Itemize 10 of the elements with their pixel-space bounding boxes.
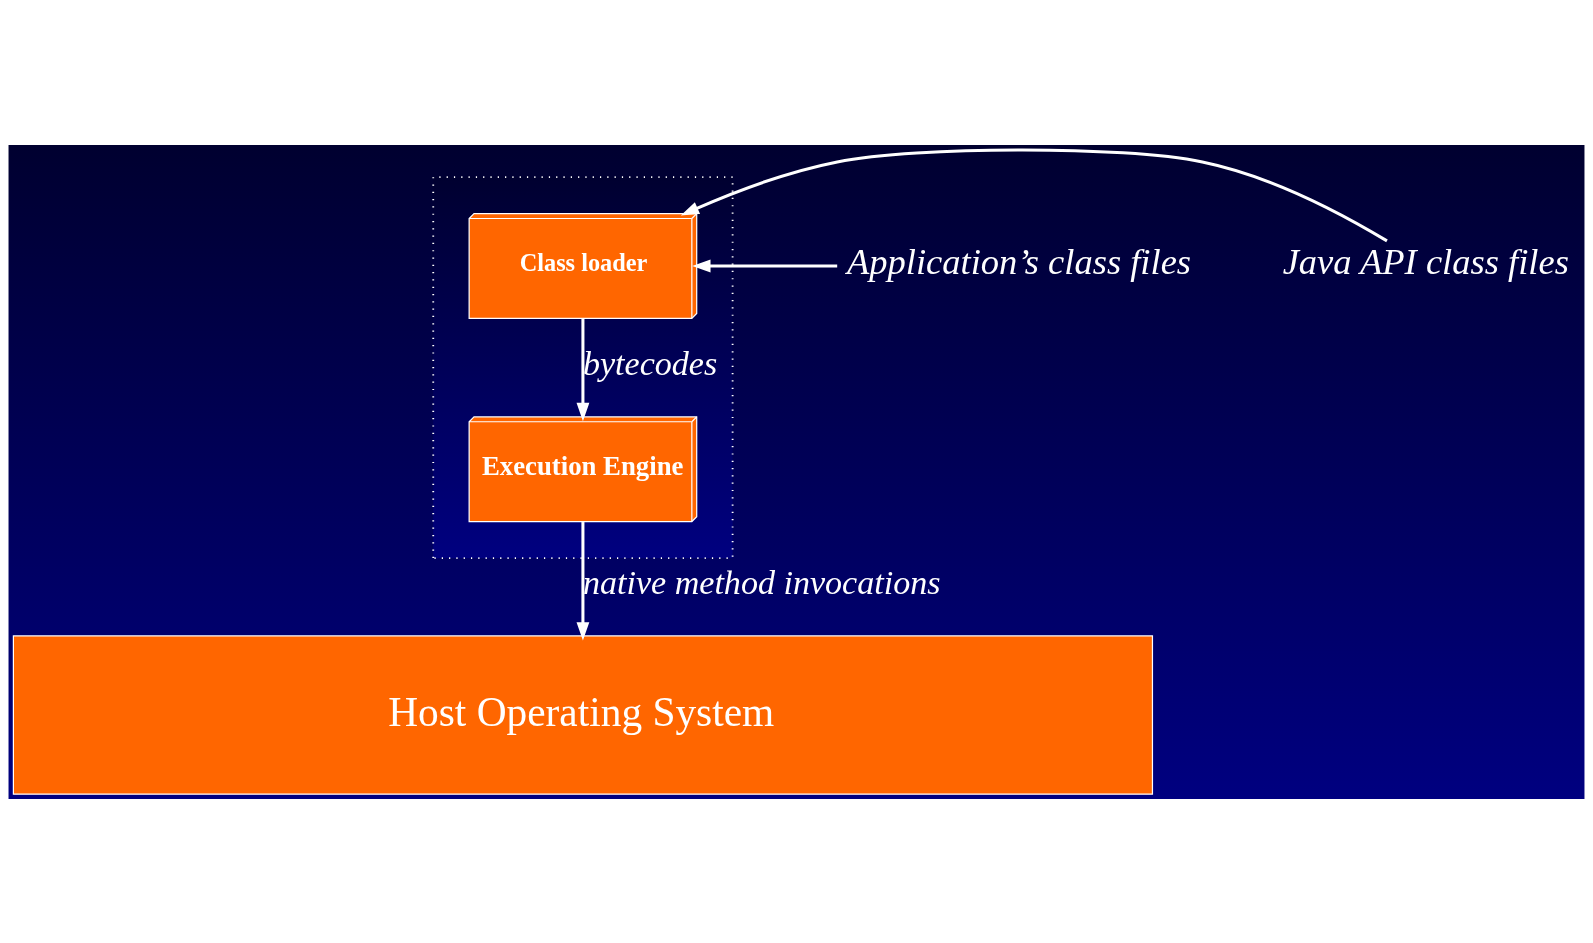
node-text: Application’s class files [847,240,1192,282]
edge-label: native method invocations [582,563,941,601]
node-text: Java API class files [1282,240,1569,282]
arrow [576,317,590,421]
cluster [432,175,734,559]
arrow [576,521,590,640]
arrow [692,259,838,272]
node-box: Host Operating System [12,634,1154,795]
arrow [680,147,1388,242]
edge-label: bytecodes [582,344,718,382]
